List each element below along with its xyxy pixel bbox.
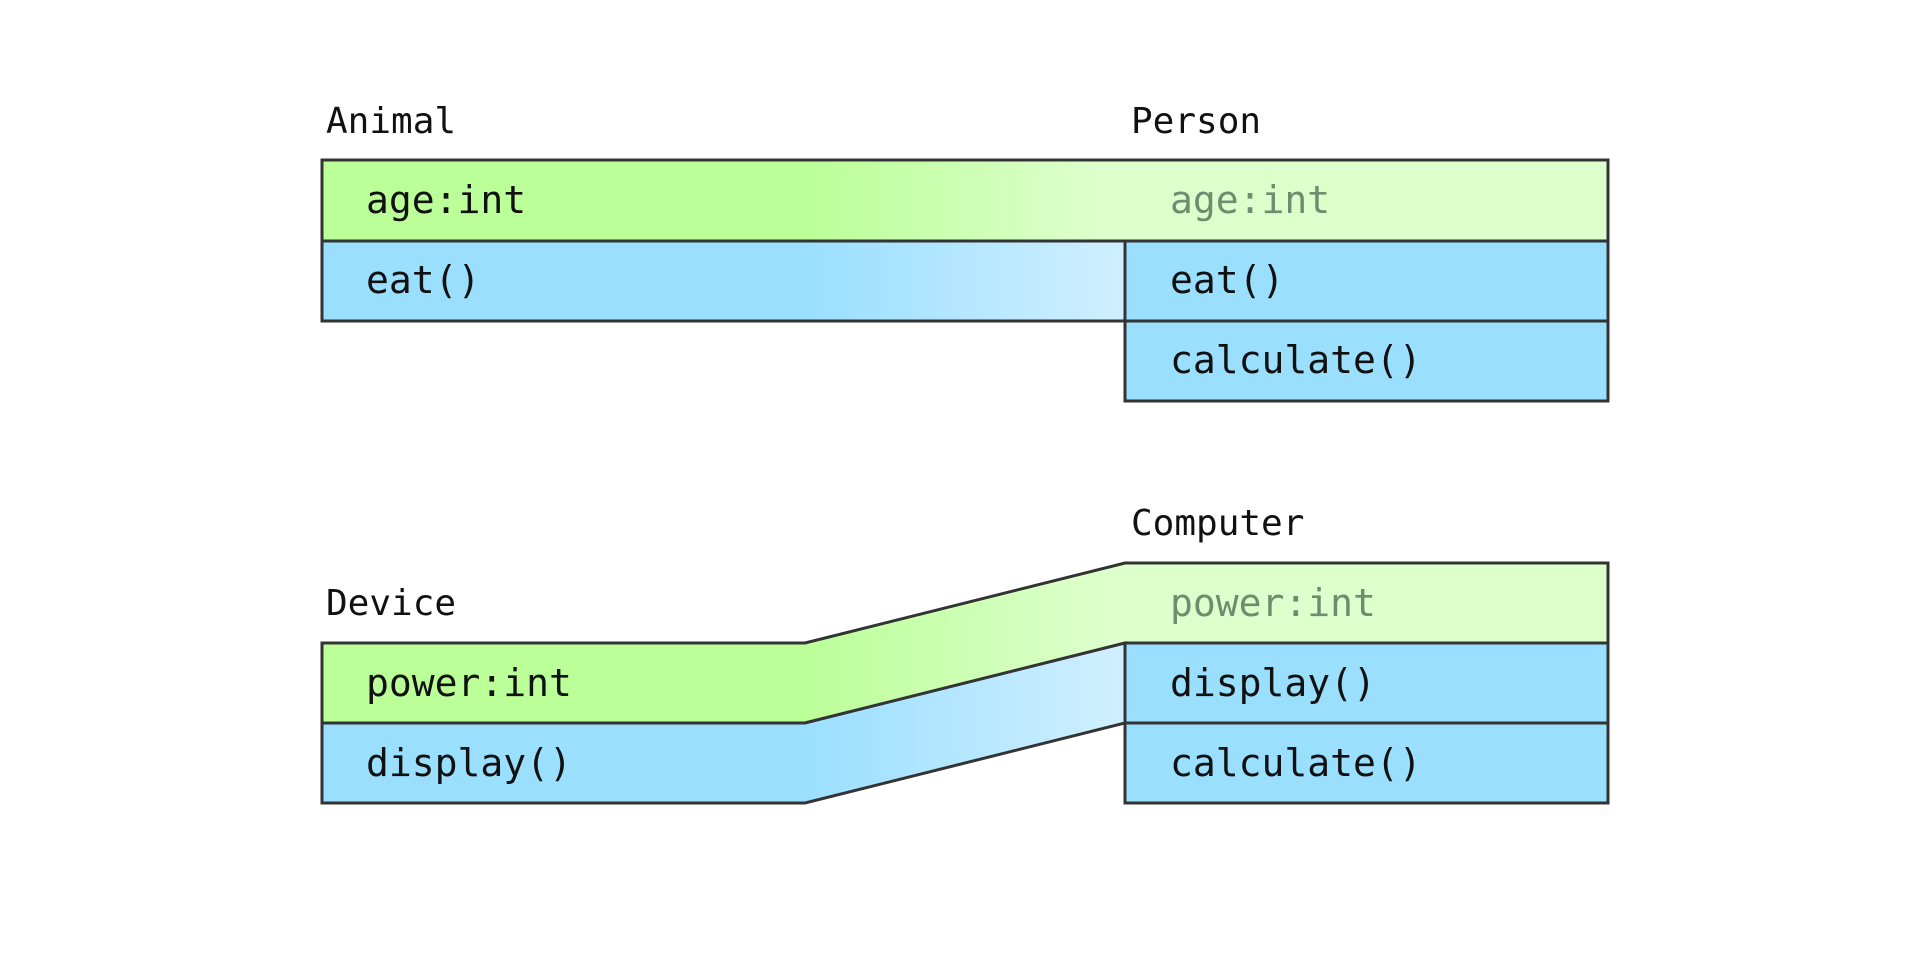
device-power-field: power:int xyxy=(366,661,572,705)
person-eat-method: eat() xyxy=(1170,258,1284,302)
person-class-title: Person xyxy=(1131,101,1261,142)
animal-class-title: Animal xyxy=(326,101,456,142)
computer-display-method: display() xyxy=(1170,661,1376,705)
computer-display-method-row xyxy=(1123,641,1610,725)
device-display-method: display() xyxy=(366,741,572,785)
computer-calculate-method-row xyxy=(1123,721,1610,805)
device-class-title: Device xyxy=(326,583,456,624)
person-calculate-method: calculate() xyxy=(1170,338,1422,382)
animal-age-field: age:int xyxy=(366,178,526,222)
computer-calculate-method: calculate() xyxy=(1170,741,1422,785)
computer-class-title: Computer xyxy=(1131,503,1304,544)
person-inherited-age-field: age:int xyxy=(1170,178,1330,222)
person-calculate-method-row xyxy=(1123,319,1610,403)
age-field-row xyxy=(320,158,1610,243)
animal-person-group: Animal Person age:int age:int eat() eat(… xyxy=(320,101,1610,403)
computer-inherited-power-field: power:int xyxy=(1170,581,1376,625)
animal-eat-method: eat() xyxy=(366,258,480,302)
device-computer-group: Computer Device power:int power:int disp… xyxy=(320,503,1610,805)
